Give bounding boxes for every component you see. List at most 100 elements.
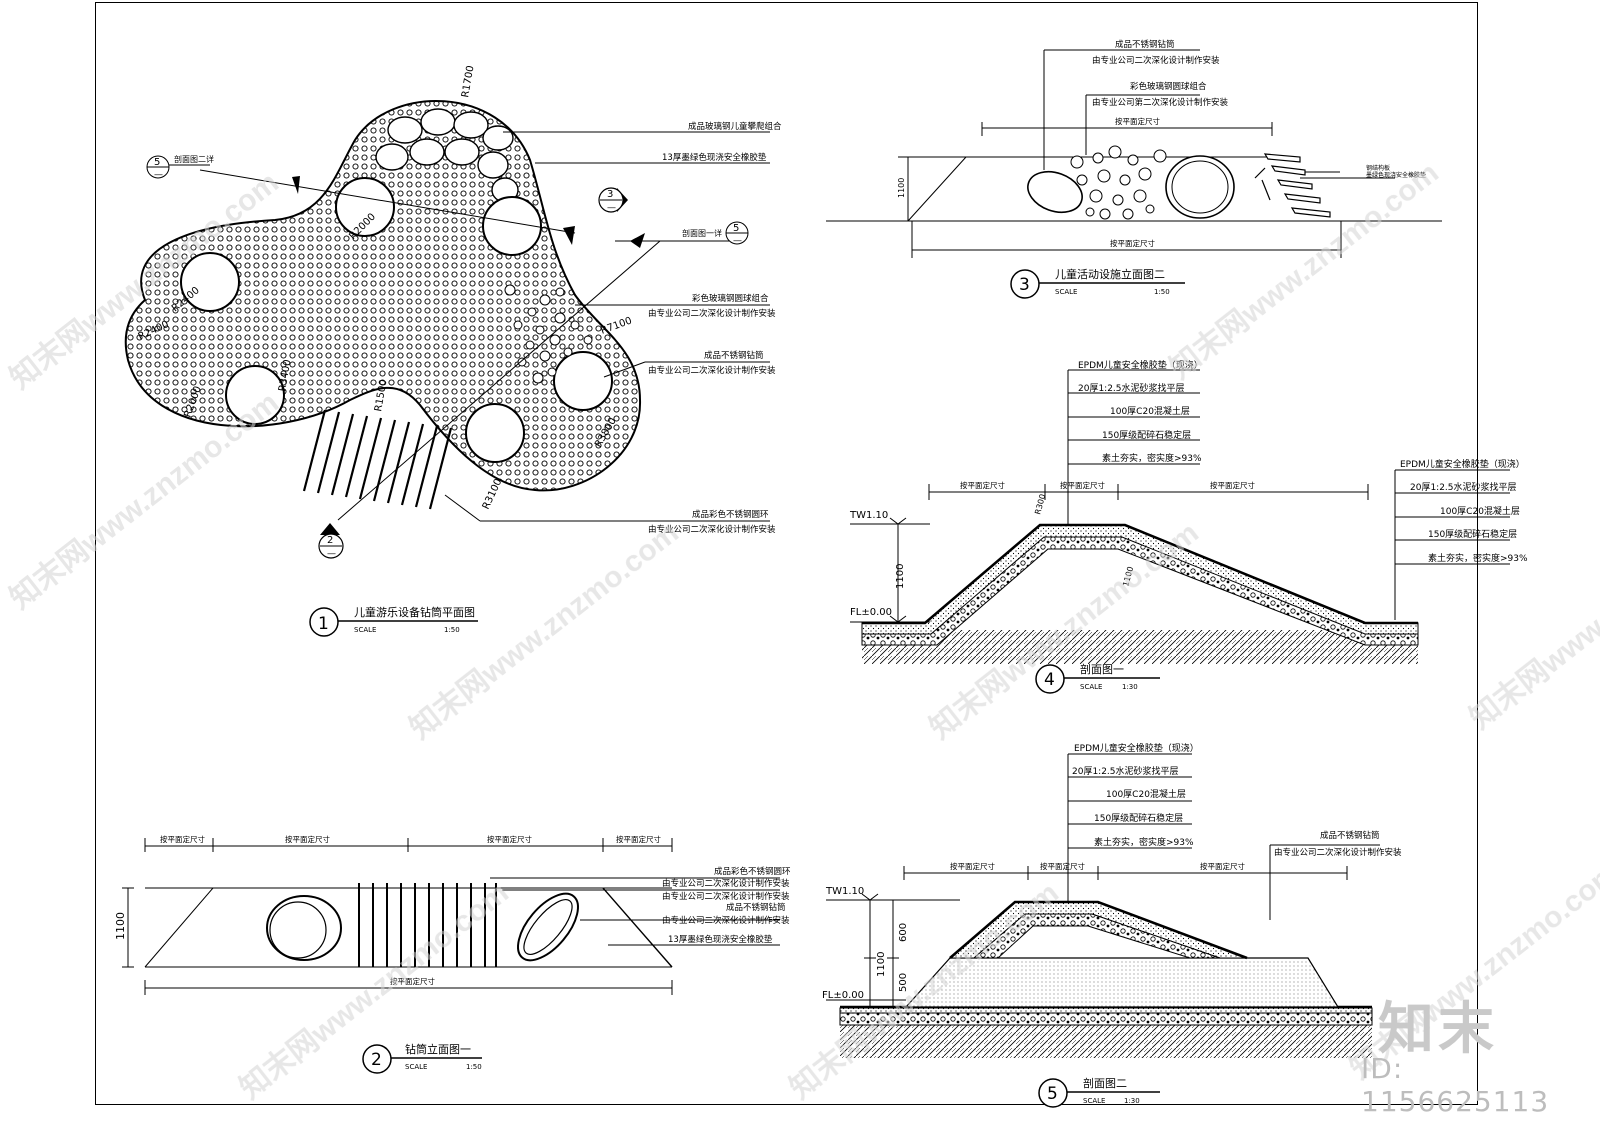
section1-title-block: 4 剖面图一 SCALE 1:30 [1035,662,1160,694]
dimension-label: 按平面定尺寸 [160,834,205,844]
tw-label: TW1.10 [849,510,888,521]
height-label: 1100 [876,952,887,977]
radius-label: R7100 [599,315,633,336]
tube-openings [180,177,613,463]
note: 13厚墨绿色现浇安全橡胶垫 [668,934,773,945]
section-ref-3: 3 — [598,187,628,213]
plan-notes: 成品玻璃钢儿童攀爬组合 13厚墨绿色现浇安全橡胶垫 彩色玻璃钢圆球组合 由专业公… [648,121,782,535]
note: 成品不锈钢钻筒 [1115,39,1175,50]
plan-leaders [199,131,770,522]
dimension-label: 按平面定尺寸 [1040,861,1085,871]
dimension-label: 按平面定尺寸 [960,480,1005,490]
layer-label: EPDM儿童安全橡胶垫（现浇） [1400,458,1525,470]
note: 钢结构板 [1366,164,1390,172]
svg-text:钻筒立面图一: 钻筒立面图一 [405,1042,471,1056]
height-label: 1100 [895,564,906,589]
radius-label: R1700 [460,65,476,99]
dimension-label: 按平面定尺寸 [950,861,995,871]
note: 由专业公司第二次深化设计制作安装 [1092,97,1229,108]
section-one: 按平面定尺寸 按平面定尺寸 按平面定尺寸 TW1.10 FL±0.00 1100… [849,359,1528,694]
svg-text:5: 5 [733,223,739,234]
layer-label: 150厚级配碎石稳定层 [1102,429,1191,441]
note: 13厚墨绿色现浇安全橡胶垫 [662,152,767,163]
note: 成品不锈钢钻筒 [1320,830,1380,841]
svg-text:SCALE: SCALE [1055,288,1077,296]
svg-text:—: — [733,236,742,246]
svg-text:2: 2 [371,1050,382,1070]
svg-text:SCALE: SCALE [354,626,376,634]
note: 由专业公司二次深化设计制作安装 [662,915,790,926]
ring-bars [302,409,453,510]
svg-text:儿童游乐设备钻筒平面图: 儿童游乐设备钻筒平面图 [354,605,475,619]
plan-view: R1700 R2000 R2400 R7100 R2400 R3400 R200… [124,65,782,637]
svg-text:1: 1 [318,614,329,634]
note: 由专业公司二次深化设计制作安装 [662,891,790,902]
dimension-label: 按平面定尺寸 [1060,480,1105,490]
svg-text:5: 5 [154,157,160,168]
note: 成品玻璃钢儿童攀爬组合 [688,121,782,132]
layer-label: 100厚C20混凝土层 [1106,788,1186,800]
svg-text:1:30: 1:30 [1124,1097,1140,1105]
note: 彩色玻璃钢圆球组合 [1130,81,1207,92]
layer-label: EPDM儿童安全橡胶垫（现浇） [1078,359,1203,371]
dimension-label: 按平面定尺寸 [616,834,661,844]
svg-text:1:50: 1:50 [1154,288,1170,296]
radius-label: R3100 [481,477,505,511]
section2-title-block: 5 剖面图二 SCALE 1:30 [1038,1076,1160,1108]
svg-text:—: — [154,170,163,180]
section-two: 按平面定尺寸 按平面定尺寸 按平面定尺寸 TW1.10 FL±0.00 1100… [822,742,1402,1108]
note: 由专业公司二次深化设计制作安装 [1092,55,1220,66]
section-ref-2: 2 — [318,523,344,559]
layer-label: 20厚1:2.5水泥砂浆找平层 [1078,382,1185,394]
note: 由专业公司二次深化设计制作安装 [662,878,790,889]
dimension-label: 按平面定尺寸 [1110,238,1155,248]
svg-text:1:30: 1:30 [1122,683,1138,691]
svg-text:—: — [607,203,616,213]
svg-text:儿童活动设施立面图二: 儿童活动设施立面图二 [1055,267,1165,281]
layer-label: 素土夯实，密实度>93% [1428,552,1528,564]
layer-label: 素土夯实，密实度>93% [1102,452,1202,464]
note: 彩色玻璃钢圆球组合 [692,293,769,304]
layer-label: 150厚级配碎石稳定层 [1094,812,1183,824]
elevation-two: 按平面定尺寸 按平面定尺寸 1100 成品不锈钢钻筒 由专业公司二次深化设计制作… [826,39,1442,299]
svg-text:SCALE: SCALE [1080,683,1102,691]
layer-label: 素土夯实，密实度>93% [1094,836,1194,848]
elevation-one: 按平面定尺寸 按平面定尺寸 按平面定尺寸 按平面定尺寸 按平面定尺寸 1100 … [114,834,791,1074]
height-label: 600 [898,923,909,942]
note: 成品彩色不锈钢圆环 [714,866,791,877]
radius-label: R300 [1033,493,1047,515]
note: 成品不锈钢钻筒 [704,350,764,361]
svg-text:SCALE: SCALE [1083,1097,1105,1105]
note: 由专业公司二次深化设计制作安装 [648,524,776,535]
drawing-frame [95,2,1478,1105]
svg-text:剖面图二详: 剖面图二详 [174,154,214,164]
note: 墨绿色现浇安全橡胶垫 [1366,171,1426,179]
tw-label: TW1.10 [825,886,864,897]
svg-text:—: — [327,549,336,559]
note: 由专业公司二次深化设计制作安装 [648,308,776,319]
plan-title-block: 1 儿童游乐设备钻筒平面图 SCALE 1:50 [309,605,478,637]
height-label: 1100 [114,912,127,940]
section-ref-5a: 5 — 剖面图二详 [146,154,214,180]
svg-text:1:50: 1:50 [466,1063,482,1071]
dimension-label: 按平面定尺寸 [487,834,532,844]
layer-label: 20厚1:2.5水泥砂浆找平层 [1072,765,1179,777]
note: 由专业公司二次深化设计制作安装 [1274,847,1402,858]
brand-watermark: 知末 [1378,997,1498,1062]
dimension-label: 按平面定尺寸 [1200,861,1245,871]
image-id: ID: 1156625113 [1361,1052,1550,1118]
svg-text:剖面图一详: 剖面图一详 [682,228,722,238]
elev2-title-block: 3 儿童活动设施立面图二 SCALE 1:50 [1010,267,1185,299]
fl-label: FL±0.00 [850,607,892,618]
section-ref-5b: 5 — 剖面图一详 [682,221,749,246]
note: 成品不锈钢钻筒 [726,902,786,913]
svg-text:5: 5 [1047,1084,1058,1104]
layer-label: EPDM儿童安全橡胶垫（现浇） [1074,742,1199,754]
dimension-label: 按平面定尺寸 [285,834,330,844]
svg-text:2: 2 [327,535,333,546]
elev1-title-block: 2 钻筒立面图一 SCALE 1:50 [362,1042,482,1074]
svg-text:剖面图二: 剖面图二 [1083,1076,1127,1090]
svg-text:SCALE: SCALE [405,1063,427,1071]
layer-label: 150厚级配碎石稳定层 [1428,528,1517,540]
